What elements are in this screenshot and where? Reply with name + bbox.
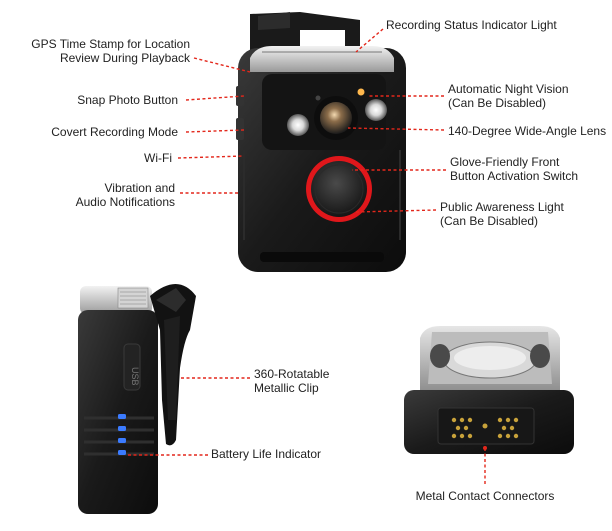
leader-public-awareness [355,209,437,213]
label-connectors: Metal Contact Connectors [415,489,555,503]
label-wifi: Wi-Fi [144,151,172,165]
usb-text: USB [130,367,140,386]
label-glove-button: Glove-Friendly Front Button Activation S… [450,155,579,183]
label-battery: Battery Life Indicator [211,447,322,461]
label-clip: 360-Rotatable Metallic Clip [254,367,330,395]
label-gps: GPS Time Stamp for Location Review Durin… [31,37,190,65]
label-public-awareness: Public Awareness Light (Can Be Disabled) [440,200,564,228]
leader-lines [126,28,487,484]
leader-gps [193,57,251,73]
label-vibration: Vibration and Audio Notifications [75,181,175,209]
leader-snap-photo [185,95,245,101]
label-snap-photo: Snap Photo Button [77,93,178,107]
label-covert: Covert Recording Mode [51,125,178,139]
front-device [236,12,406,272]
leader-wifi [177,155,245,159]
leader-recording-status [355,28,384,53]
side-device [78,284,196,514]
label-recording-status: Recording Status Indicator Light [386,18,557,32]
leader-covert [185,129,245,133]
label-night-vision: Automatic Night Vision (Can Be Disabled) [448,82,569,110]
bottom-device [404,326,574,454]
label-wide-angle: 140-Degree Wide-Angle Lens [448,124,607,138]
